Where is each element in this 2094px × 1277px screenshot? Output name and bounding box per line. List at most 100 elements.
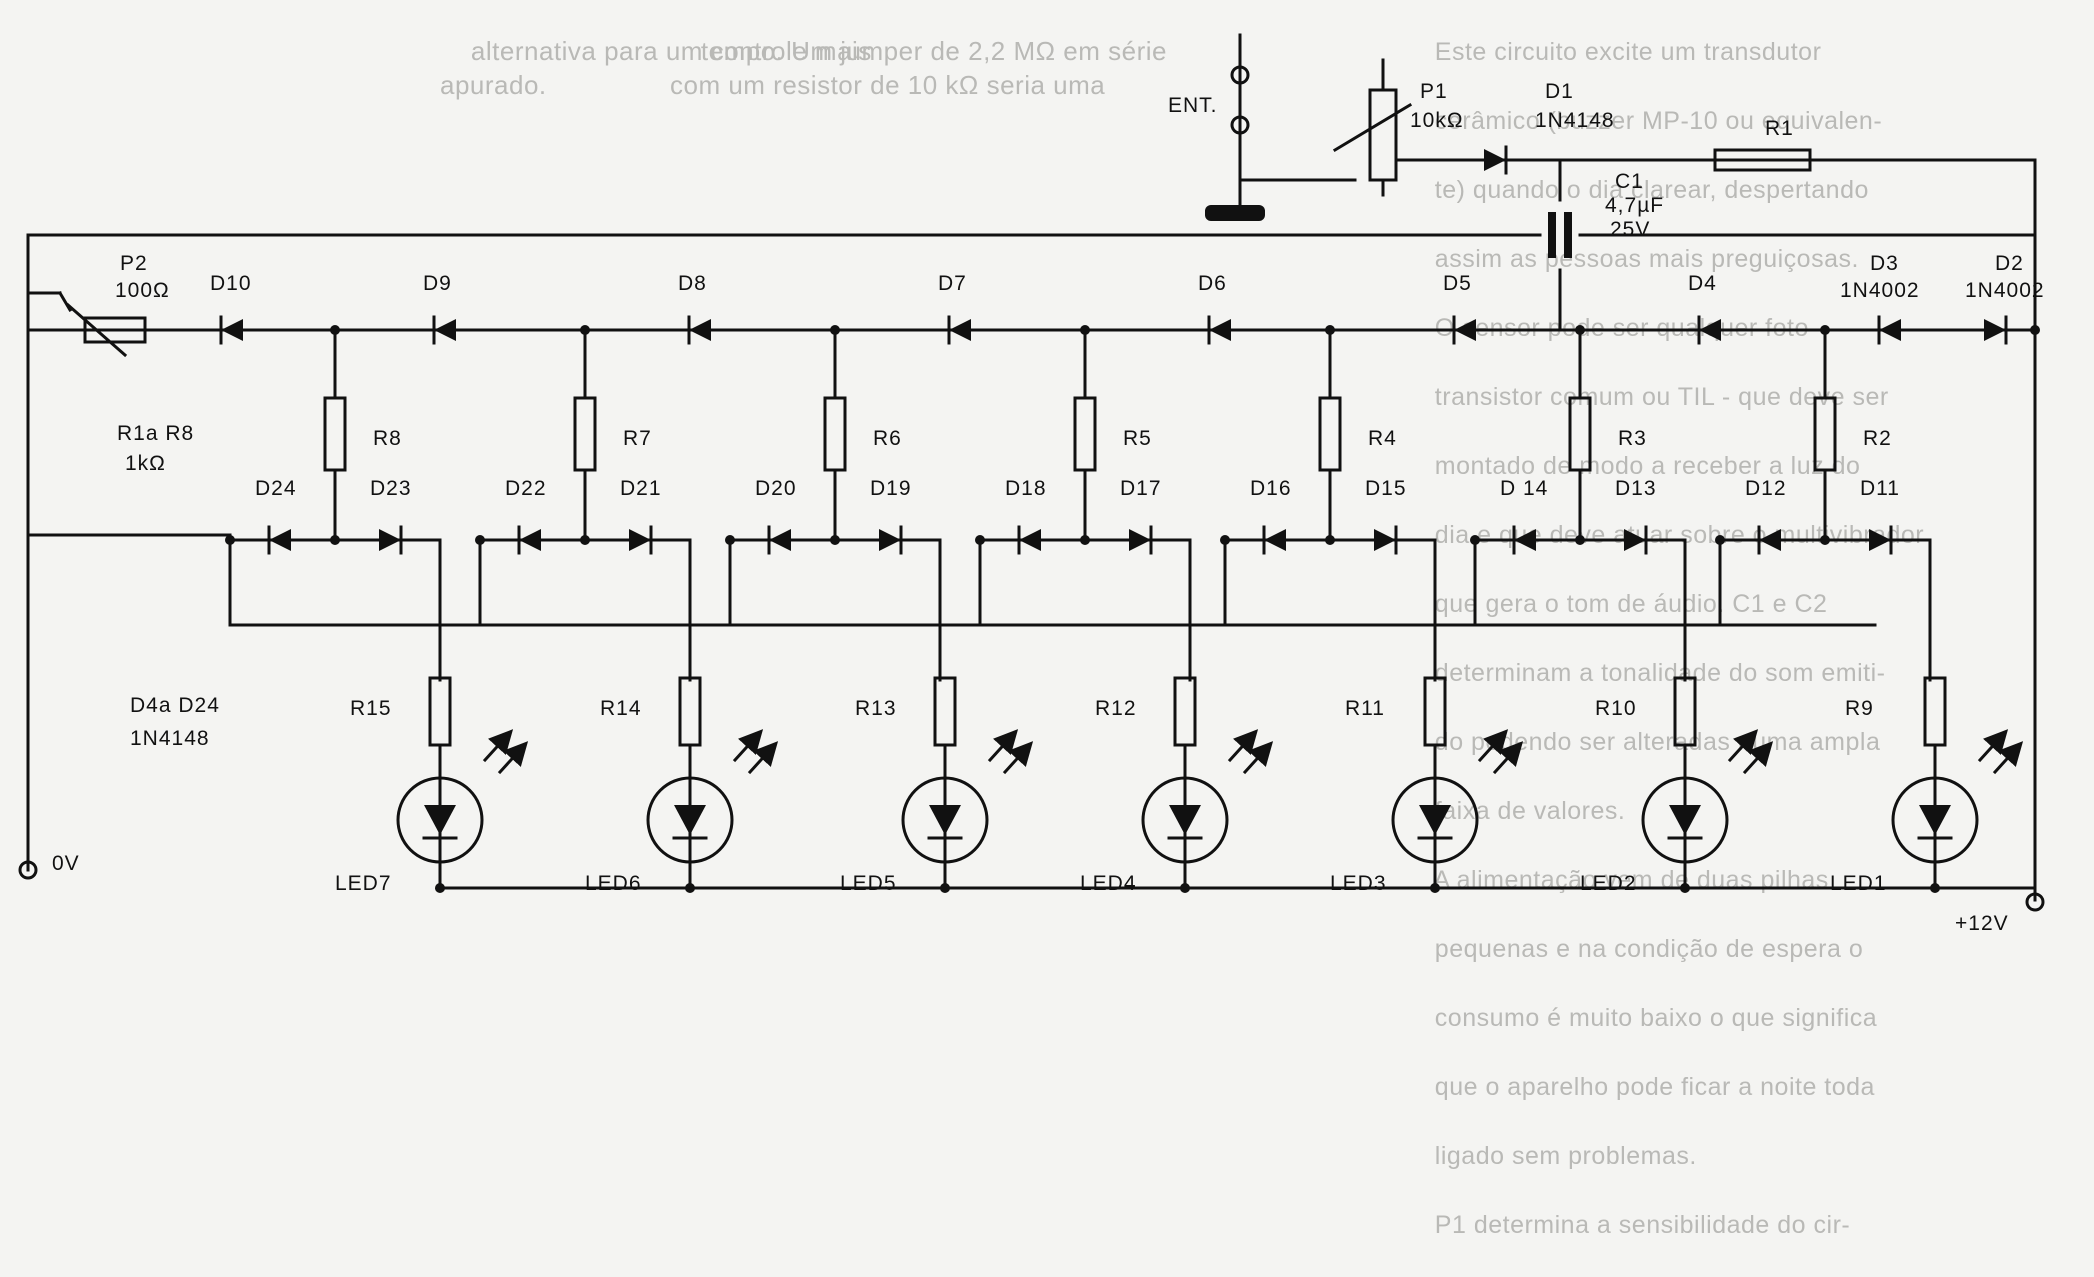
label-p1: P1 [1420,80,1448,103]
label-d20: D20 [755,477,797,500]
label-d3-part: 1N4002 [1840,279,1920,302]
led-resistor-r10 [1673,676,1697,747]
r1-resistor [1713,148,1812,172]
label-d1: D1 [1545,80,1574,103]
stage-resistor-r7 [573,396,597,472]
chain-diode-d4 [1697,315,1721,345]
stage-resistor-r4 [1318,396,1342,472]
label-led5: LED5 [840,872,897,895]
label-led3: LED3 [1330,872,1387,895]
p1-wiper-arrow [1332,102,1413,153]
label-d13: D13 [1615,477,1657,500]
stage-diode-d19 [879,525,903,555]
stage-resistor-r3 [1568,396,1592,472]
stage-diode-d16 [1262,525,1286,555]
stage-diode-d23 [379,525,403,555]
label-d9: D9 [423,272,452,295]
label-led2: LED2 [1580,872,1637,895]
stage-diode-d12 [1757,525,1781,555]
chain-diode-d6 [1207,315,1231,345]
label-d6: D6 [1198,272,1227,295]
label-d4-d24: D4a D24 [130,694,220,717]
label-d21: D21 [620,477,662,500]
led-resistor-r11 [1423,676,1447,747]
label-r8: R8 [373,427,402,450]
zero-v-terminal [18,860,38,880]
c1-plate-left [1548,212,1556,258]
label-c1: C1 [1615,170,1644,193]
stage-diode-d17 [1129,525,1153,555]
ent-terminal-bottom [1230,115,1250,135]
chain-diode-d10 [219,315,243,345]
label-d17: D17 [1120,477,1162,500]
label-r3: R3 [1618,427,1647,450]
label-d15: D15 [1365,477,1407,500]
label-p1-value: 10kΩ [1410,109,1464,132]
label-d14: D 14 [1500,477,1548,500]
chain-diode-d9 [432,315,456,345]
label-r10: R10 [1595,697,1637,720]
labels: ENT. P1 10kΩ D1 1N4148 R1 C1 4,7µF 25V D… [52,80,2045,935]
label-d8: D8 [678,272,707,295]
stage-diode-d24 [267,525,291,555]
stage-resistor-r5 [1073,396,1097,472]
label-r5: R5 [1123,427,1152,450]
stage-diode-d22 [517,525,541,555]
label-r2: R2 [1863,427,1892,450]
chain-diode-d7 [947,315,971,345]
stage-resistor-r6 [823,396,847,472]
plus-12v-terminal [2025,892,2045,912]
label-c1-voltage: 25V [1610,218,1650,241]
stage-resistor-r8 [323,396,347,472]
d2-diode [1984,315,2008,345]
led-resistor-r14 [678,676,702,747]
wiring [26,33,2037,902]
stage-diode-d21 [629,525,653,555]
label-d22: D22 [505,477,547,500]
label-d11: D11 [1860,477,1900,500]
chain-diode-d5 [1452,315,1476,345]
d3-diode [1877,315,1901,345]
d1-diode [1484,145,1508,175]
led-resistor-r15 [428,676,452,747]
stage-diode-d11 [1869,525,1893,555]
label-r1-r8: R1a R8 [117,422,194,445]
node-12v [2030,325,2040,335]
p2-wiper [65,302,128,358]
label-led7: LED7 [335,872,392,895]
label-r11: R11 [1345,697,1385,720]
stage-diode-d20 [767,525,791,555]
ent-terminal-top [1230,65,1250,85]
label-d5: D5 [1443,272,1472,295]
label-d10: D10 [210,272,252,295]
led-resistor-r12 [1173,676,1197,747]
label-r1-r8-value: 1kΩ [125,452,166,475]
label-r15: R15 [350,697,392,720]
label-led1: LED1 [1830,872,1887,895]
ground-symbol [1205,205,1265,221]
label-d18: D18 [1005,477,1047,500]
led-resistor-r13 [933,676,957,747]
label-d24: D24 [255,477,297,500]
label-c1-value: 4,7µF [1605,194,1664,217]
label-r1: R1 [1765,117,1794,140]
stage-diode-d13 [1624,525,1648,555]
label-d16: D16 [1250,477,1292,500]
label-d7: D7 [938,272,967,295]
chain-diode-d8 [687,315,711,345]
label-d23: D23 [370,477,412,500]
stage-diode-d18 [1017,525,1041,555]
label-d1-part: 1N4148 [1535,109,1615,132]
label-d2-part: 1N4002 [1965,279,2045,302]
p2-trimmer [83,316,147,344]
label-d3: D3 [1870,252,1899,275]
label-led6: LED6 [585,872,642,895]
label-d19: D19 [870,477,912,500]
label-p2-value: 100Ω [115,279,170,302]
label-r13: R13 [855,697,897,720]
